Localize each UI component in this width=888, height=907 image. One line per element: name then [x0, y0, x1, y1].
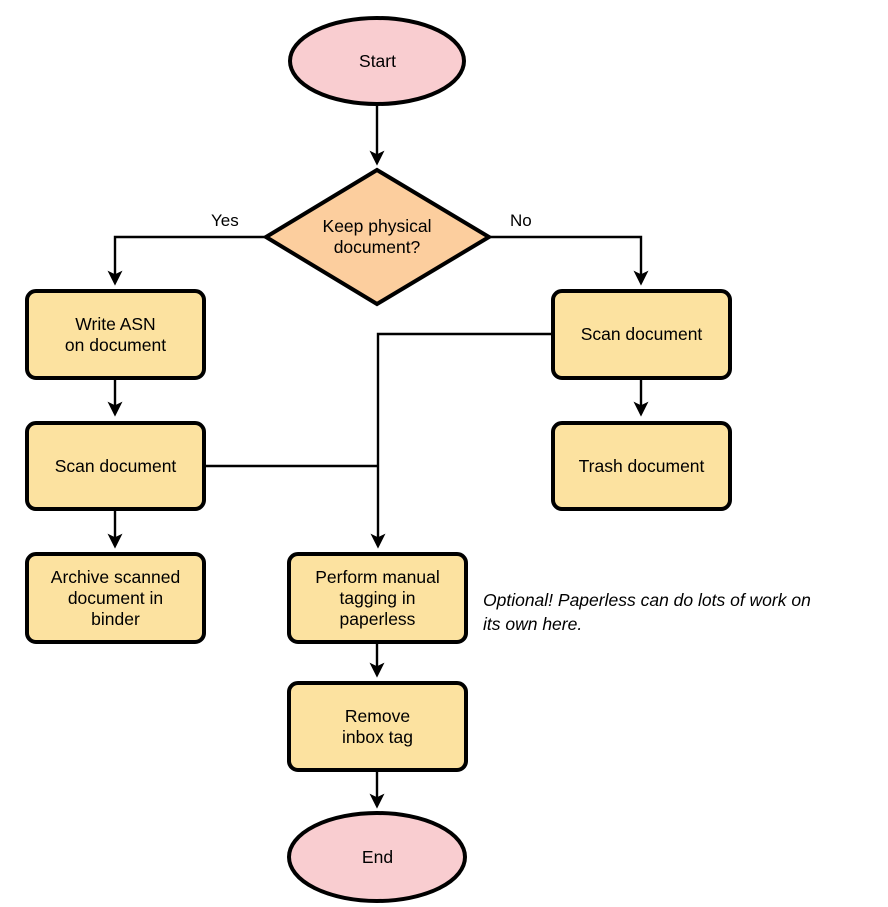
node-remove-inbox-tag[interactable]: [287, 681, 468, 772]
node-scan-document-left[interactable]: [25, 421, 206, 511]
edge-label-yes: Yes: [211, 211, 239, 230]
node-perform-manual-tagging[interactable]: [287, 552, 468, 644]
node-start[interactable]: [288, 16, 466, 106]
node-write-asn-on-document[interactable]: [25, 289, 206, 380]
node-scan-document-right[interactable]: [551, 289, 732, 380]
connector-layer: [107, 105, 649, 809]
node-archive-scanned-document[interactable]: [25, 552, 206, 644]
edge-scan-right-to-tagging: [370, 332, 553, 549]
node-decision-keep-physical-document[interactable]: [262, 167, 493, 307]
node-trash-document[interactable]: [551, 421, 732, 511]
edge-decision-no-to-scan-right: [490, 235, 649, 286]
edge-decision-yes-to-write-asn: [107, 235, 265, 286]
node-end[interactable]: [287, 811, 467, 903]
edge-label-no: No: [510, 211, 532, 230]
optional-note-text: Optional! Paperless can do lots of work …: [483, 590, 811, 634]
